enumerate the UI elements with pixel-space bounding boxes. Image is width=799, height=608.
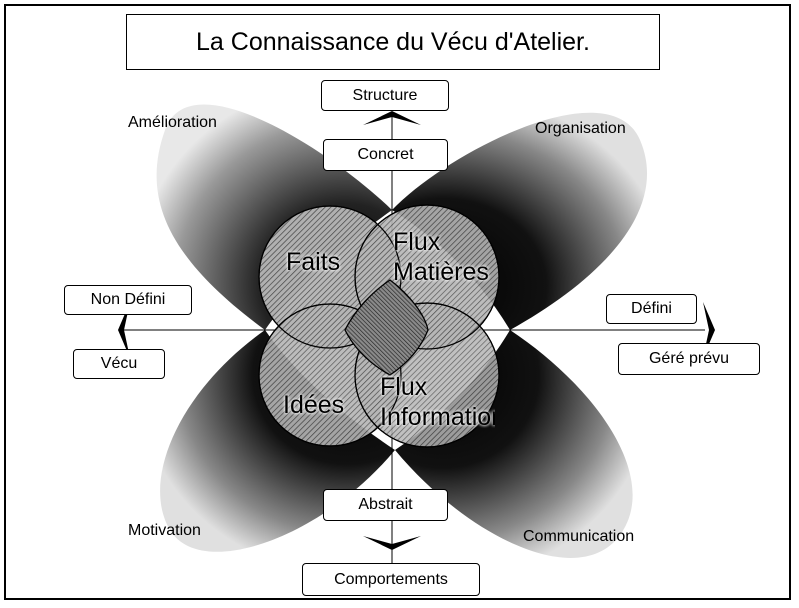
petal-label-motivation: Motivation	[128, 522, 201, 539]
circle-label-idees: Idées	[283, 391, 345, 419]
circle-label-flux-matieres-1: Flux	[393, 228, 441, 256]
petal-top-left	[156, 104, 392, 331]
diagram-frame	[4, 4, 791, 600]
circle-label-flux-information-1: Flux	[380, 373, 428, 401]
petal-bottom-right	[395, 330, 633, 558]
circle-label-flux-information-2: Information	[380, 403, 495, 431]
petal-label-communication: Communication	[523, 528, 635, 545]
label-gere-prevu: Géré prévu	[618, 343, 760, 375]
petal-label-amelioration: Amélioration	[128, 114, 217, 131]
label-defini: Défini	[606, 294, 697, 324]
circle-label-faits: Faits	[286, 248, 341, 276]
arrow-up	[363, 111, 421, 125]
petal-label-organisation: Organisation	[535, 120, 626, 137]
label-structure: Structure	[321, 80, 449, 111]
arrow-down	[363, 536, 421, 550]
arrow-left	[118, 302, 130, 358]
label-vecu: Vécu	[73, 349, 165, 379]
label-concret: Concret	[323, 139, 448, 171]
label-abstrait: Abstrait	[323, 489, 448, 521]
central-intersection	[344, 279, 429, 376]
diagram-title-text: La Connaissance du Vécu d'Atelier.	[196, 27, 590, 56]
label-non-defini: Non Défini	[64, 285, 192, 315]
label-comportements: Comportements	[302, 563, 480, 596]
circle-label-flux-matieres-2: Matières	[393, 258, 489, 286]
diagram-title: La Connaissance du Vécu d'Atelier.	[126, 14, 660, 70]
petal-top-right	[392, 112, 648, 330]
